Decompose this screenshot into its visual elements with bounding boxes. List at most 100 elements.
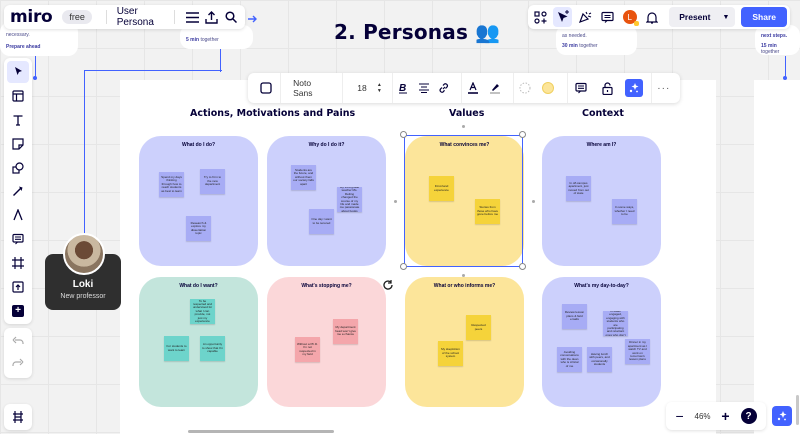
shapes-tool-icon[interactable] [7,157,29,179]
horizontal-scrollbar[interactable] [188,430,334,433]
connection-point[interactable] [462,274,465,277]
more-tools-icon[interactable]: + [7,300,29,322]
pen-tool-icon[interactable] [7,204,29,226]
zone-where-am-i[interactable]: Where am I? In off-campus apartment, jus… [542,136,661,266]
search-icon[interactable] [224,7,239,27]
zone-what-do-i-want[interactable]: What do I want? To be respected and unde… [139,277,258,407]
user-avatar[interactable]: L [621,7,639,27]
background-card-mid-left[interactable]: 5 min together [180,25,253,49]
zoom-out-button[interactable]: − [675,408,684,424]
sticky-note[interactable]: Try to fit in to the new department [200,169,225,194]
sticky-note[interactable]: Review lesson plans & field emails [562,304,587,329]
sticky-note[interactable]: In-class engaged, engaging with students… [603,311,628,336]
lock-icon[interactable] [594,73,620,103]
background-card-mid-right[interactable]: as needed. 30 min together [556,25,637,55]
zone-whats-my-day-to-day[interactable]: What's my day-to-day? Review lesson plan… [542,277,661,407]
celebrate-icon[interactable] [576,7,594,27]
zone-why-do-i-do-it[interactable]: Why do I do it? Students are the future,… [267,136,386,266]
connector-endpoint[interactable] [33,76,37,80]
sticky-note[interactable]: An opportunity to show that I'm capable [200,336,225,361]
sticky-note[interactable]: My department head won't give me a chanc… [333,319,358,344]
upload-tool-icon[interactable] [7,276,29,298]
link-icon[interactable] [434,73,455,103]
text-color-icon[interactable] [462,73,485,103]
share-button[interactable]: Share [741,7,787,27]
board-name[interactable]: User Persona [116,6,154,28]
more-options-icon[interactable]: ··· [657,82,671,94]
plan-badge[interactable]: free [62,10,92,24]
zone-what-do-i-do[interactable]: What do I do? Spend my days thinking thr… [139,136,258,266]
text-align-center-icon[interactable] [413,73,434,103]
sticky-note[interactable]: For students to want to learn [164,336,189,361]
zoom-level[interactable]: 46% [694,411,711,421]
sticky-note[interactable]: My skepticism of the school system [438,341,463,366]
sticky-note[interactable]: One day I want to be tenured [309,209,334,234]
cursor-select-icon[interactable] [553,7,572,27]
redo-icon[interactable] [12,355,24,373]
zone-what-convinces-me[interactable]: What convinces me? First-hand experience… [405,136,524,266]
resize-handle-top-left[interactable] [400,131,407,138]
help-button[interactable]: ? [740,408,757,424]
connection-point[interactable] [462,125,465,128]
sticky-note[interactable]: Avoiding conversations with the dean who… [557,347,582,372]
sticky-note[interactable]: Dinner in my apartment as I watch TV and… [625,339,650,364]
sticky-note[interactable]: In off-campus apartment, just moved from… [566,176,591,201]
background-card-right[interactable]: next steps. 15 min together [755,25,800,55]
select-tool-icon[interactable] [7,61,29,83]
sticky-note[interactable]: Spend my days thinking through how to re… [159,172,184,197]
sticky-note[interactable]: Respected peers [466,315,491,340]
comment-icon[interactable] [568,73,594,103]
export-icon[interactable] [204,7,219,27]
text-tool-icon[interactable] [7,109,29,131]
vertical-scrollbar[interactable] [796,395,799,425]
zone-whats-stopping-me[interactable]: What's stopping me? My department head w… [267,277,386,407]
notifications-bell-icon[interactable] [643,7,661,27]
connector-endpoint[interactable] [783,76,787,80]
chevron-down-icon[interactable]: ▼ [376,88,382,94]
frame-tool-icon[interactable] [7,252,29,274]
chevron-down-icon[interactable]: ▼ [722,13,730,21]
sticky-note[interactable]: Having lunch with peers, and occasionall… [587,347,612,372]
templates-icon[interactable] [7,85,29,107]
menu-icon[interactable] [185,7,200,27]
resize-handle-bottom-left[interactable] [400,263,407,270]
apps-icon[interactable] [531,7,549,27]
miro-logo[interactable]: miro [10,7,53,27]
sticky-note[interactable]: Without a Ph.D. I'm not respected in my … [295,337,320,362]
fill-color-swatch[interactable] [536,73,559,103]
bold-icon[interactable]: B [393,73,414,103]
chevron-up-icon[interactable]: ▲ [376,82,382,88]
resize-handle-top-right[interactable] [519,131,526,138]
sticky-note[interactable]: My third grade teacher Ms. Reiling chang… [337,187,362,212]
card-text: as needed. [562,33,587,39]
frames-panel-button[interactable] [4,404,32,430]
undo-icon[interactable] [12,333,24,351]
resize-handle-bottom-right[interactable] [519,263,526,270]
ai-assist-button[interactable] [620,73,646,103]
zone-what-or-who-informs-me[interactable]: What or who informs me? Respected peers … [405,277,524,407]
card-text: next steps. [761,33,788,39]
highlight-icon[interactable] [484,73,505,103]
sticky-note[interactable]: First-hand experience [429,176,454,201]
zoom-in-button[interactable]: + [721,408,730,424]
sticky-note[interactable]: Stories from those who have gone before … [475,199,500,224]
font-size-stepper[interactable]: ▲ ▼ [373,73,386,103]
shape-outline-icon[interactable] [252,73,280,103]
comment-tool-icon[interactable] [7,228,29,250]
comments-icon[interactable] [598,7,616,27]
sticky-note[interactable]: Students are the future, and without the… [291,165,316,190]
present-button[interactable]: Present ▼ [669,7,736,27]
ai-assistant-button[interactable] [772,406,792,426]
font-family-select[interactable]: Noto Sans [293,78,313,98]
font-size-input[interactable]: 18 [357,83,367,93]
connector-tool-icon[interactable] [7,181,29,203]
sticky-note[interactable]: To be respected and understood for what … [190,299,215,324]
sticky-note-tool-icon[interactable] [7,133,29,155]
border-style-icon[interactable] [514,73,537,103]
collapse-arrow-icon[interactable] [246,12,258,24]
sticky-note[interactable]: Research & explore my dissertation topic [186,216,211,241]
sticky-note[interactable]: In some ways, whether I need to be [612,199,637,224]
connection-point[interactable] [532,200,535,203]
connection-point[interactable] [394,200,397,203]
zone-title: Where am I? [586,142,617,148]
